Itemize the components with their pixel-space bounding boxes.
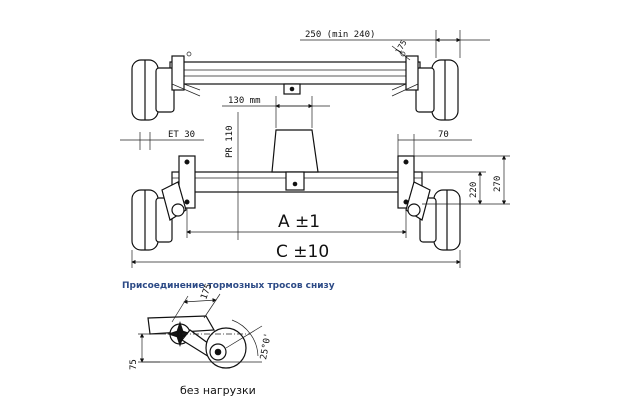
dim-et-label: ET 30 xyxy=(168,130,195,140)
top-right-wheel xyxy=(391,55,459,121)
dim-track-offset-label: 250 (min 240) xyxy=(305,30,375,40)
front-left-wheel xyxy=(131,181,187,251)
dim-center-width: 130 mm xyxy=(222,96,330,128)
dim-height-220-label: 220 xyxy=(469,182,479,198)
detail-dim-75-label: 75 xyxy=(129,359,139,370)
top-view-axle xyxy=(131,51,459,121)
detail-dim-angle-label: 25°0' xyxy=(259,332,274,360)
front-view-axle xyxy=(131,129,461,251)
detail-dim-75: 75 xyxy=(129,333,160,370)
dim-heights: 220 270 xyxy=(414,155,510,205)
dim-c: C ±10 xyxy=(131,242,461,268)
detail-subcaption: без нагрузки xyxy=(180,384,256,397)
dim-a: A ±1 xyxy=(186,208,407,238)
dim-bracket-label: 70 xyxy=(438,130,449,140)
dim-pr: PR 110 xyxy=(225,112,239,240)
dim-height-270-label: 270 xyxy=(493,176,503,192)
dim-bracket: 70 xyxy=(397,130,472,156)
dim-c-label: C ±10 xyxy=(276,242,329,262)
detail-view xyxy=(142,315,262,369)
top-left-wheel xyxy=(131,55,201,121)
dim-et: ET 30 xyxy=(120,130,204,150)
dim-pr-label: PR 110 xyxy=(225,125,235,158)
dim-a-label: A ±1 xyxy=(278,212,320,232)
detail-dim-angle: 25°0' xyxy=(225,319,274,361)
detail-caption: Присоединение тормозных тросов снизу xyxy=(122,281,335,291)
dim-track-offset: 250 (min 240) xyxy=(300,30,490,58)
dim-center-width-label: 130 mm xyxy=(228,96,261,106)
front-right-wheel xyxy=(405,181,461,251)
dim-175-top-label: 175 xyxy=(394,38,409,55)
